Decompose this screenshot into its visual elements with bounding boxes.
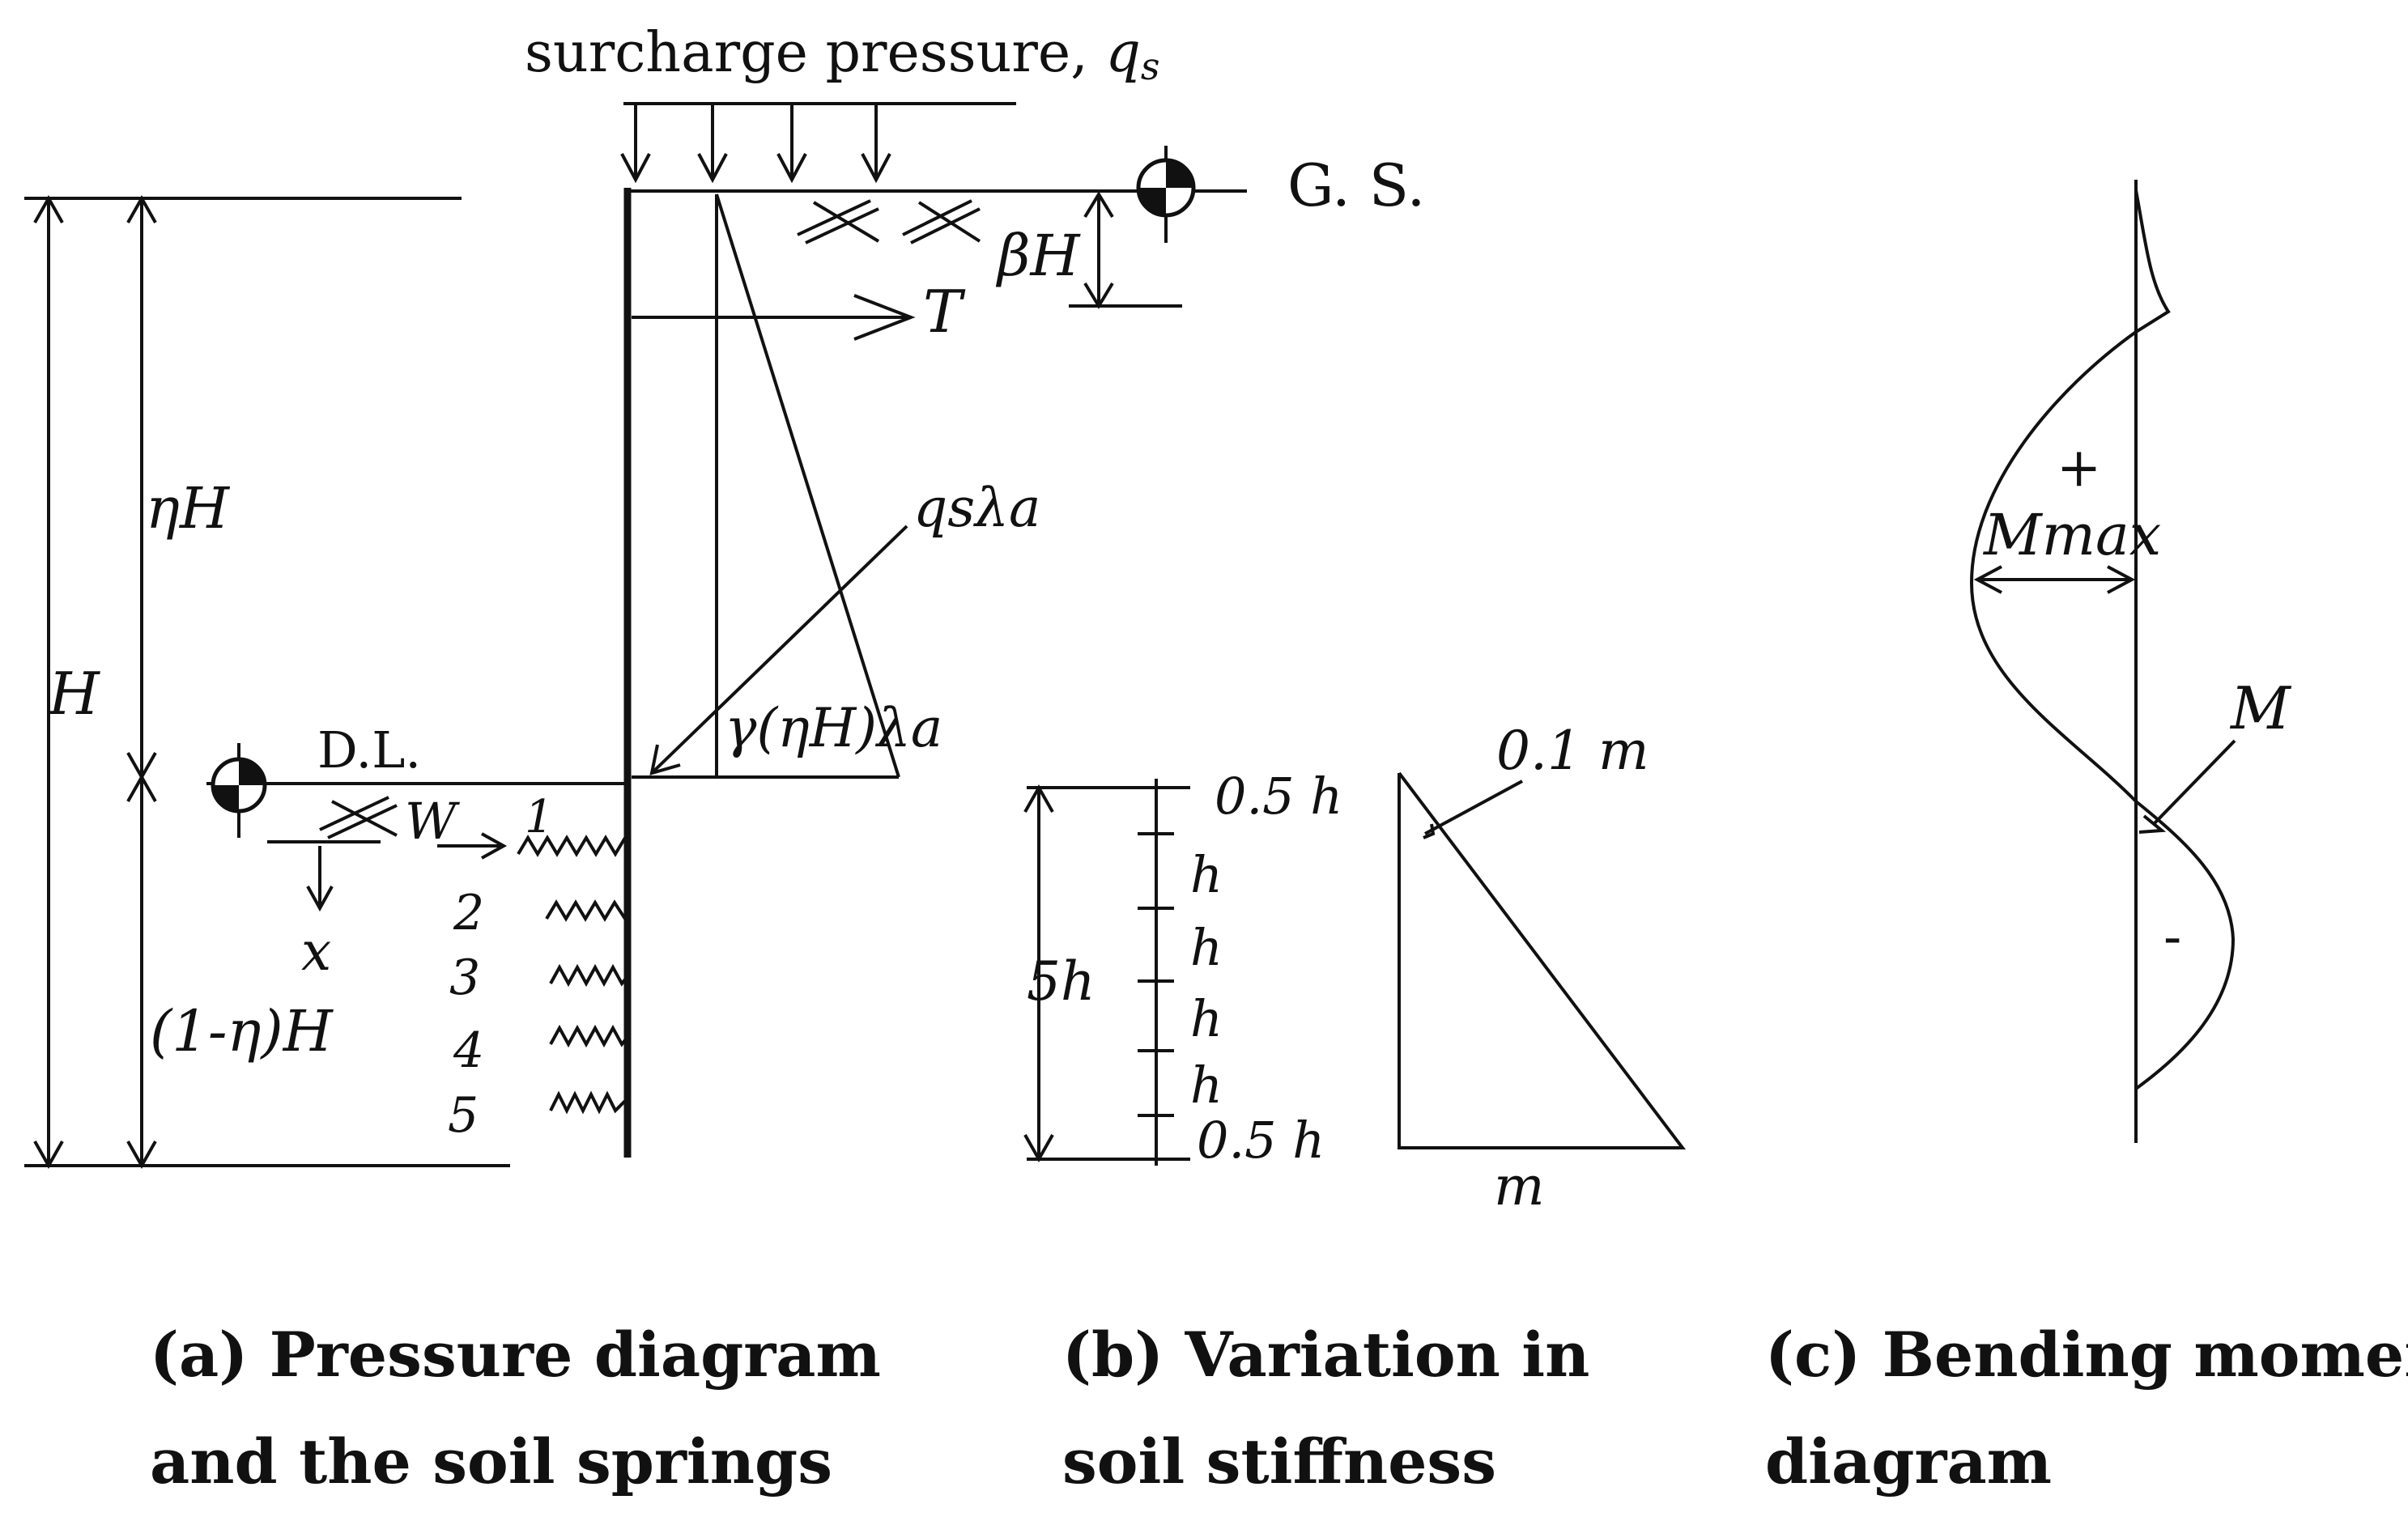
- half-h-top-label: 0.5 h: [1215, 767, 1342, 826]
- spring-5: [549, 1090, 627, 1115]
- water-table-symbol-gs: [1136, 146, 1196, 243]
- spring-number-4: 4: [453, 1022, 484, 1079]
- stiffness-triangle: [1398, 771, 1687, 1149]
- spring-1: [517, 835, 627, 857]
- beta-h-label: βH: [995, 223, 1081, 289]
- spring-position-ticks: [1138, 832, 1174, 1117]
- positive-sign: +: [2057, 436, 2101, 499]
- water-table-symbol-dl: [211, 743, 267, 838]
- point-one-m-label: 0.1 m: [1496, 720, 1649, 782]
- surcharge-arrows: [620, 104, 891, 184]
- soil-hatch-dl: [319, 796, 398, 839]
- spring-number-1: 1: [525, 791, 554, 843]
- caption-b-line1: (b) Variation in: [1062, 1319, 1589, 1391]
- panel-c-bending-moment: + Mmax M - (c) Bending moment diagram: [1765, 180, 2408, 1498]
- caption-c-line2: diagram: [1765, 1425, 2052, 1498]
- caption-c-line1: (c) Bending moment: [1765, 1319, 2408, 1391]
- m-leader: [2152, 739, 2236, 826]
- moment-curve: [1969, 189, 2236, 1090]
- dl-label: D.L.: [317, 720, 421, 780]
- earth-pressure-line: [715, 193, 900, 778]
- h-total-label: H: [47, 660, 100, 728]
- point-one-m-marker: [1423, 823, 1436, 839]
- eta-h-label: ηH: [146, 475, 231, 542]
- spring-3: [549, 963, 627, 988]
- m-label: m: [1494, 1155, 1545, 1217]
- spring-number-2: 2: [453, 885, 484, 941]
- m-marker: [2138, 814, 2167, 834]
- m-moment-label: M: [2229, 674, 2292, 742]
- half-h-bottom-label: 0.5 h: [1197, 1111, 1325, 1170]
- tie-force-label: T: [923, 278, 966, 346]
- caption-a-line1: (a) Pressure diagram: [150, 1319, 881, 1391]
- mmax-label: Mmax: [1982, 502, 2161, 568]
- soil-hatch-top: [797, 199, 981, 244]
- x-label: x: [301, 920, 331, 983]
- surcharge-label: surcharge pressure, qs: [525, 21, 1160, 88]
- interval-h-1: h: [1190, 845, 1223, 904]
- panel-b-soil-stiffness: 5h 0.5 h h h h h 0.5 h 0.1 m m (b) Varia…: [1023, 720, 1687, 1498]
- spring-2: [545, 899, 627, 922]
- caption-a-line2: and the soil springs: [150, 1425, 832, 1498]
- interval-h-3: h: [1190, 989, 1223, 1048]
- gs-label: G. S.: [1287, 151, 1425, 219]
- qs-lambda-label: qsλa: [913, 477, 1040, 539]
- interval-h-4: h: [1190, 1056, 1223, 1115]
- gamma-eta-h-label: γ(ηH)λa: [725, 697, 942, 759]
- w-label: W: [405, 792, 460, 851]
- caption-b-line2: soil stiffness: [1062, 1425, 1496, 1498]
- qs-lambda-leader: [650, 525, 908, 775]
- negative-sign: -: [2163, 906, 2181, 968]
- five-h-label: 5h: [1027, 950, 1096, 1013]
- spring-4: [549, 1024, 627, 1048]
- spring-number-3: 3: [449, 950, 480, 1006]
- soil-springs: [517, 835, 627, 1115]
- point-one-m-leader: [1424, 780, 1523, 835]
- panel-a-pressure-diagram: surcharge pressure, qs G. S. βH: [24, 21, 1425, 1498]
- interval-h-2: h: [1190, 918, 1223, 977]
- spring-number-5: 5: [448, 1087, 479, 1144]
- one-minus-eta-h-label: (1-η)H: [150, 998, 334, 1064]
